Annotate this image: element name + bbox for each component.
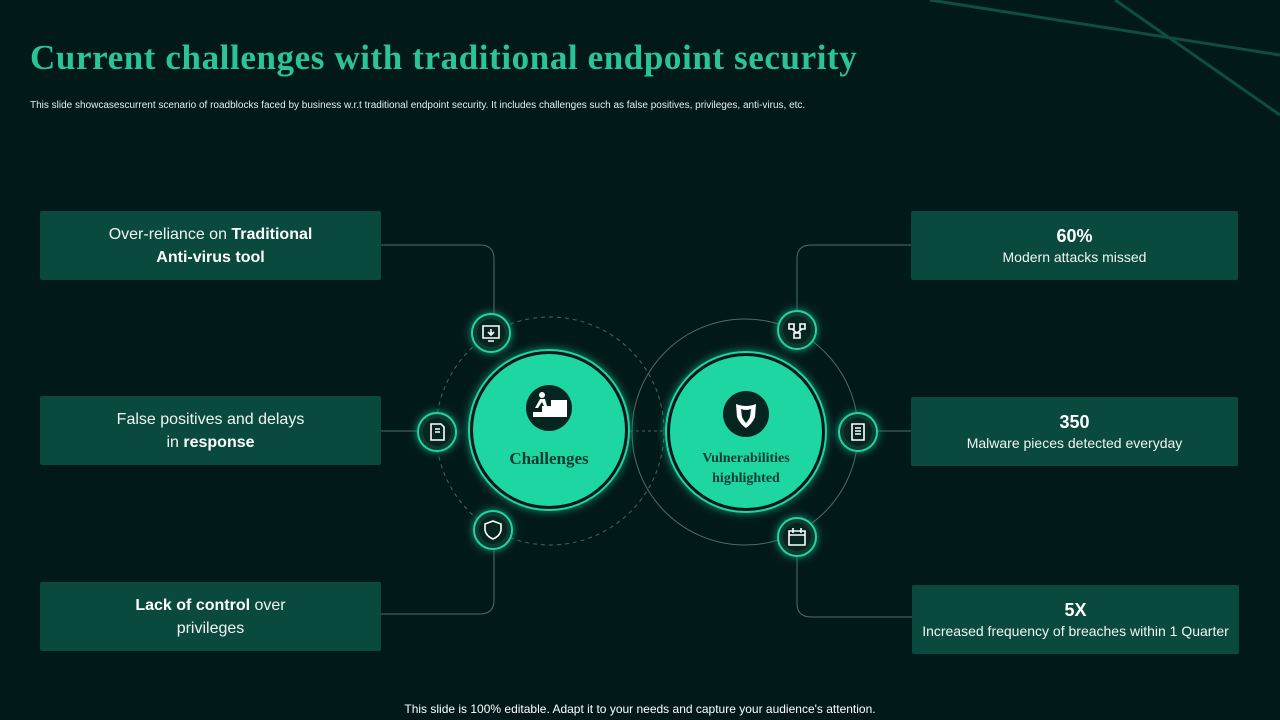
calendar-icon [788, 528, 806, 546]
left-connectors [381, 244, 495, 615]
text-segment: privileges [176, 619, 245, 637]
corner-decoration [929, 0, 1280, 117]
bold-segment: Lack of control [135, 596, 251, 614]
vulnerabilities-hub [665, 351, 827, 513]
stat-box-breaches: 5X Increased frequency of breaches withi… [912, 585, 1239, 654]
right-connectors [796, 244, 912, 618]
vulnerabilities-label: Vulnerabilities highlighted [676, 449, 816, 489]
stat-label: Modern attacks missed [1002, 248, 1147, 265]
scan-document-icon [851, 423, 865, 441]
stat-value: 60% [1056, 225, 1093, 246]
vulnerabilities-label-line2: highlighted [712, 471, 780, 486]
stat-label: Malware pieces detected everyday [966, 434, 1183, 451]
text-segment: in [166, 433, 184, 451]
challenge-text: Lack of control over privileges [135, 594, 285, 640]
bold-segment: Anti-virus tool [156, 248, 265, 266]
challenges-hub [468, 349, 630, 511]
icon-node [473, 510, 513, 550]
slide-title: Current challenges with traditional endp… [30, 38, 858, 77]
left-orbit [435, 316, 665, 546]
document-alert-icon [430, 423, 445, 441]
challenge-text: False positives and delays in response [117, 408, 305, 454]
text-segment: Over-reliance on [108, 225, 232, 243]
text-segment: over [250, 596, 286, 614]
stairs-climb-icon [533, 392, 567, 417]
text-segment: False positives and delays [116, 410, 305, 428]
icon-node [777, 310, 817, 350]
challenges-label: Challenges [509, 449, 589, 468]
bold-segment: Traditional [231, 225, 313, 243]
shield-badge-icon [736, 404, 756, 428]
network-icon [788, 323, 806, 339]
icon-node [417, 412, 457, 452]
icon-node [838, 412, 878, 452]
challenge-box-privileges: Lack of control over privileges [40, 582, 381, 651]
challenge-box-false-positives: False positives and delays in response [40, 396, 381, 465]
slide-subtitle: This slide showcasescurrent scenario of … [30, 100, 806, 111]
footer-note: This slide is 100% editable. Adapt it to… [404, 702, 876, 716]
icon-node [471, 313, 511, 353]
stat-value: 350 [1059, 411, 1090, 432]
stat-box-attacks-missed: 60% Modern attacks missed [911, 211, 1238, 280]
stat-value: 5X [1064, 599, 1087, 620]
stat-box-malware: 350 Malware pieces detected everyday [911, 397, 1238, 466]
monitor-download-icon [482, 325, 500, 342]
stat-label: Increased frequency of breaches within 1… [922, 622, 1229, 639]
bold-segment: response [183, 433, 255, 451]
vulnerabilities-label-line1: Vulnerabilities [702, 451, 790, 466]
shield-icon [484, 520, 502, 540]
icon-node [777, 517, 817, 557]
